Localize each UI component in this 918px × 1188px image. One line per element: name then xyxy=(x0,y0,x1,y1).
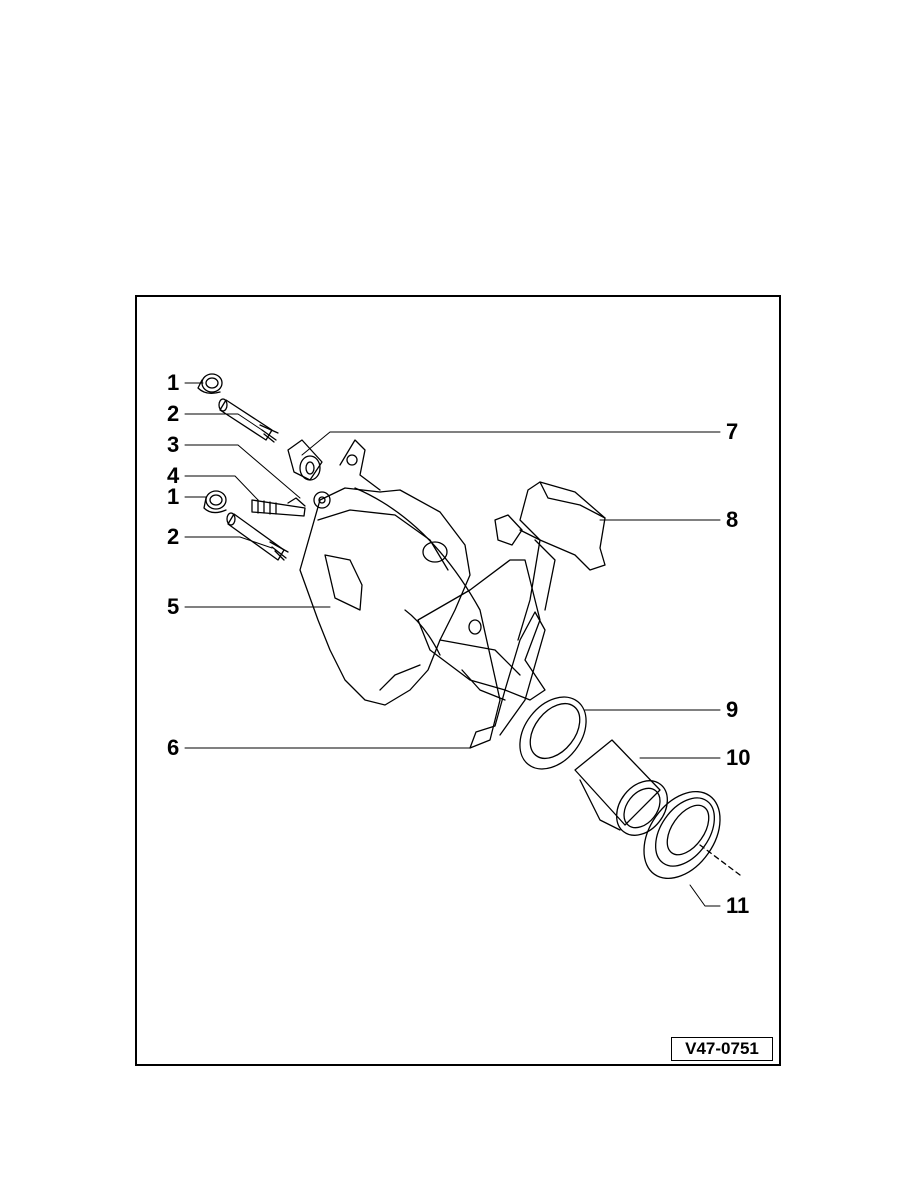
guide-bushing xyxy=(287,439,323,481)
callout-caliper-housing: 5 xyxy=(167,594,180,619)
piston xyxy=(574,739,668,836)
callout-dust-boot: 11 xyxy=(726,893,750,918)
leader-7 xyxy=(301,431,721,456)
guide-pin-upper xyxy=(218,398,279,443)
callout-retaining-spring: 6 xyxy=(167,735,180,760)
brake-pad xyxy=(494,481,606,641)
retaining-spring xyxy=(354,487,546,749)
callout-piston-seal: 9 xyxy=(726,697,739,722)
guide-pin-lower xyxy=(226,512,289,561)
leader-4 xyxy=(184,475,259,501)
dust-boot xyxy=(643,790,741,880)
callout-bleeder-cap: 3 xyxy=(167,432,180,457)
piston-seal xyxy=(519,696,587,770)
callout-brake-pad: 8 xyxy=(726,507,739,532)
diagram-frame xyxy=(135,295,781,1066)
callout-dust-cap-lower: 1 xyxy=(167,484,180,509)
leader-3 xyxy=(184,444,301,499)
callout-dust-cap-upper: 1 xyxy=(167,370,180,395)
leader-2a xyxy=(184,413,263,431)
bleeder-valve xyxy=(251,497,306,517)
callout-piston: 10 xyxy=(726,745,751,770)
leader-2b xyxy=(184,536,273,549)
figure-id-label: V47-0751 xyxy=(671,1037,773,1061)
caliper-housing xyxy=(299,439,471,706)
callout-bleeder-valve: 4 xyxy=(167,463,180,488)
callout-guide-pin-lower: 2 xyxy=(167,524,180,549)
bleeder-cap xyxy=(313,491,331,509)
callout-guide-pin-upper: 2 xyxy=(167,401,180,426)
callout-guide-bushing: 7 xyxy=(726,419,739,444)
leader-11 xyxy=(689,884,721,907)
dust-cap-upper xyxy=(197,373,223,394)
dust-cap-lower xyxy=(203,490,227,514)
